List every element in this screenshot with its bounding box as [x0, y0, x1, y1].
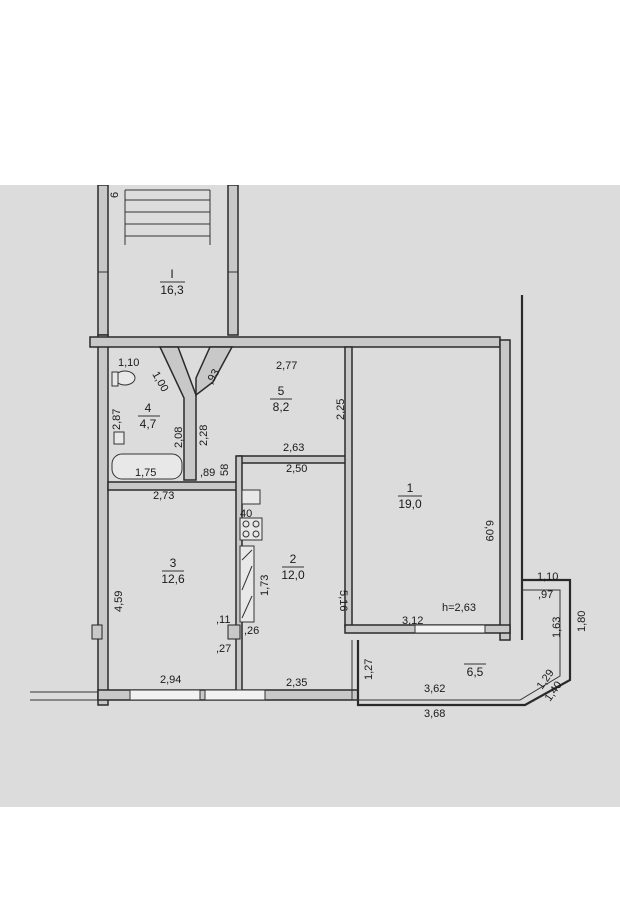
dim-label: 3,68 [424, 708, 445, 720]
stairwell [97, 185, 239, 336]
bathtub [111, 453, 183, 480]
room-number: 3 [170, 556, 177, 570]
room-area: 12,0 [281, 568, 305, 582]
dim-label: 2,08 [173, 427, 185, 448]
dim-label: 3,12 [402, 615, 423, 627]
stove [239, 517, 263, 541]
dim-label: 4,59 [113, 591, 125, 612]
dim-label: 6 [109, 192, 121, 198]
dim-label: 1,10 [118, 357, 139, 369]
fixtures [111, 370, 263, 623]
dim-label: 58 [219, 464, 231, 476]
dim-label: 1,80 [576, 611, 588, 632]
dim-label: 2,35 [286, 677, 307, 689]
dim-label: h=2,63 [442, 602, 476, 614]
dim-label: 2,28 [198, 425, 210, 446]
room-number: 2 [290, 552, 297, 566]
dim-label: ,97 [538, 589, 553, 601]
dim-label: 5,16 [337, 590, 349, 611]
dim-label: 2,73 [153, 490, 174, 502]
room-area: 4,7 [140, 417, 157, 431]
room-number: 5 [278, 384, 285, 398]
room-area: 8,2 [273, 400, 290, 414]
floor-plan: I 16,3 1 19,0 2 12,0 3 12,6 4 4,7 5 8,2 … [0, 185, 620, 807]
dim-label: 1,00 [149, 370, 170, 395]
room-area: 19,0 [398, 497, 422, 511]
dim-label: 1,63 [551, 617, 563, 638]
sink [113, 431, 125, 445]
walls [30, 295, 572, 707]
dim-label: ,26 [244, 625, 259, 637]
counter [239, 545, 255, 623]
dim-label: 1,27 [363, 659, 375, 680]
room-number: I [170, 267, 173, 281]
dim-label: 6,09 [483, 520, 495, 541]
dim-label: 2,25 [335, 399, 347, 420]
dim-label: 1,10 [537, 571, 558, 583]
dim-label: 2,87 [111, 409, 123, 430]
room-number: 4 [145, 401, 152, 415]
kitchen-sink [241, 489, 261, 505]
dim-label: ,27 [216, 643, 231, 655]
dim-label: 2,94 [160, 674, 181, 686]
room-labels: I 16,3 1 19,0 2 12,0 3 12,6 4 4,7 5 8,2 … [138, 267, 486, 679]
dim-label: 40 [240, 508, 252, 520]
floor-plan-drawing: I 16,3 1 19,0 2 12,0 3 12,6 4 4,7 5 8,2 … [30, 185, 588, 720]
room-area: 6,5 [467, 665, 484, 679]
dim-label: ,89 [200, 467, 215, 479]
room-number: 1 [407, 481, 414, 495]
dim-label: 2,77 [276, 360, 297, 372]
room-area: 12,6 [161, 572, 185, 586]
dim-label: ,11 [216, 614, 230, 626]
dim-label: 1,75 [135, 467, 156, 479]
dim-label: 3,62 [424, 683, 445, 695]
dim-label: 2,50 [286, 463, 307, 475]
dim-label: 1,73 [259, 575, 271, 596]
room-area: 16,3 [160, 283, 184, 297]
dim-label: 2,63 [283, 442, 304, 454]
dimensions: 6 1,10 1,00 ,93 2,77 2,87 2,08 2,28 2,25… [109, 192, 588, 720]
